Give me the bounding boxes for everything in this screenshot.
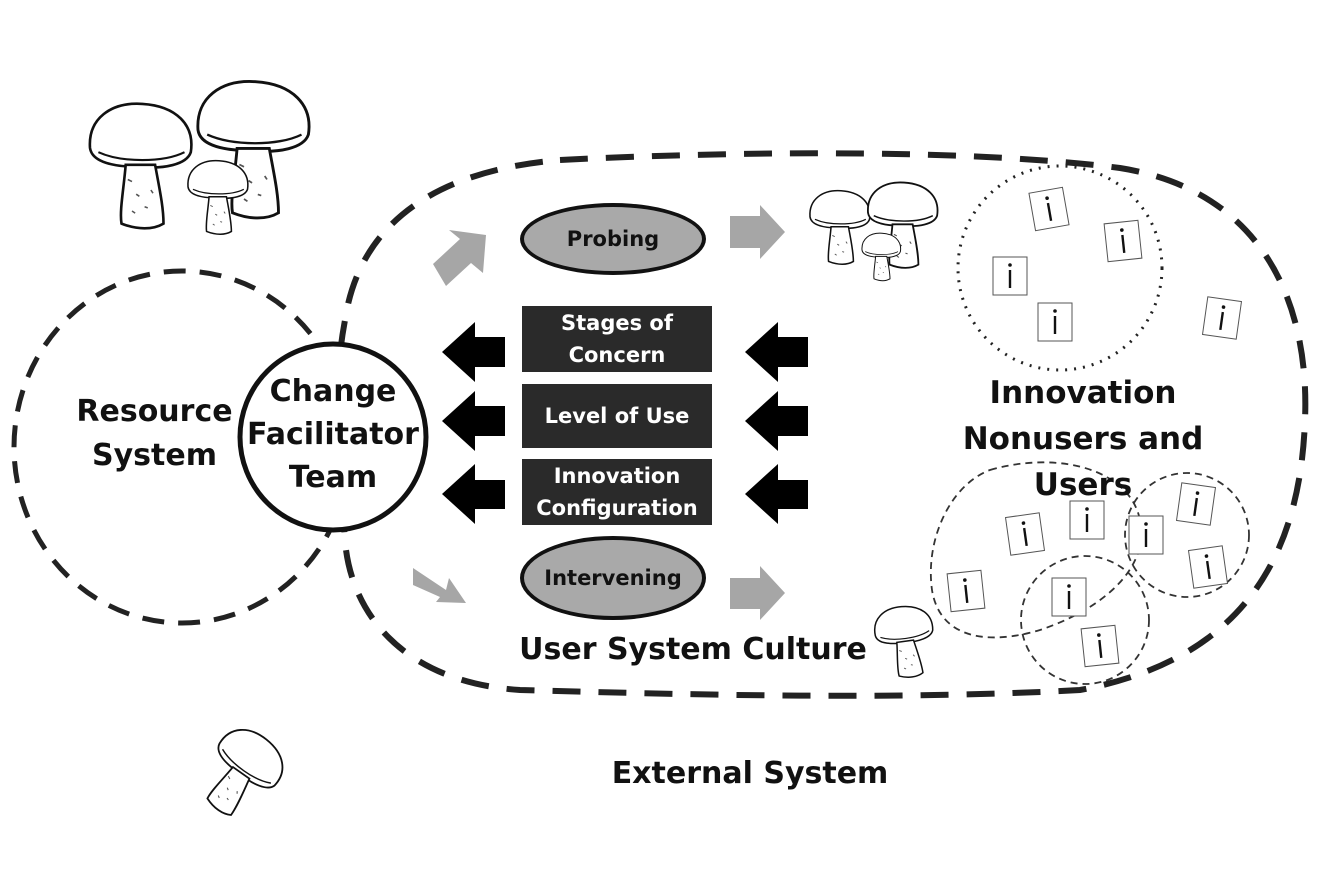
users-group-right xyxy=(1124,472,1250,598)
probing-oval: Probing xyxy=(520,203,706,275)
intervening-label: Intervening xyxy=(544,566,682,590)
stages-of-concern-line2: Concern xyxy=(568,343,666,367)
probing-label: Probing xyxy=(566,227,660,251)
innovation-configuration-line2: Configuration xyxy=(536,496,698,520)
level-of-use-line1: Level of Use xyxy=(544,404,690,428)
level-of-use-box: Level of Use xyxy=(522,384,712,448)
user-system-culture-label: User System Culture xyxy=(519,632,867,667)
innovation-configuration-line1: Innovation xyxy=(553,464,681,488)
black-arrows-left xyxy=(442,322,505,524)
change-facilitator-circle xyxy=(237,341,429,533)
stages-of-concern-line1: Stages of xyxy=(561,311,673,335)
users-group-left xyxy=(930,461,1143,639)
mushroom-icon-single-right xyxy=(870,601,940,682)
stages-of-concern-box: Stages of Concern xyxy=(522,306,712,372)
mushroom-icon-cluster-mid xyxy=(809,181,939,282)
innovation-users-label: Innovation Nonusers and Users xyxy=(962,375,1204,503)
resource-system-label: Resource System xyxy=(76,394,233,473)
innovation-tiles-users xyxy=(945,481,1229,668)
external-system-label: External System xyxy=(611,756,889,791)
innovation-tiles-nonusers xyxy=(991,186,1243,343)
intervening-oval: Intervening xyxy=(520,536,706,620)
grey-arrows xyxy=(413,205,785,620)
mushroom-icon-cluster-top-left xyxy=(88,80,311,236)
innovation-configuration-box: Innovation Configuration xyxy=(522,459,712,525)
black-arrows-right xyxy=(745,322,808,524)
change-facilitator-label: Change Facilitator Team xyxy=(247,374,419,495)
nonusers-group xyxy=(956,164,1164,372)
mushroom-icon-single-bottom xyxy=(186,717,295,830)
users-group-bottom xyxy=(1020,555,1150,685)
